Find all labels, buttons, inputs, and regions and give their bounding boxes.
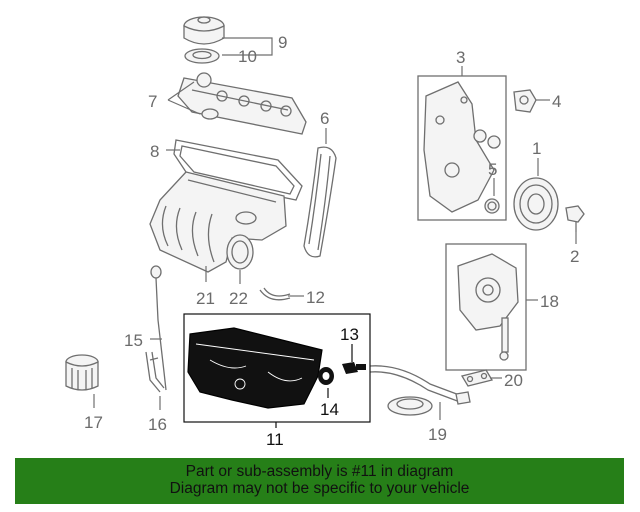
callout-22: 22 bbox=[229, 289, 248, 308]
parts-diagram: 10 9 7 8 21 22 12 bbox=[65, 16, 585, 449]
intake-gasket[interactable] bbox=[226, 234, 254, 270]
timing-cover[interactable] bbox=[423, 81, 495, 213]
callout-19: 19 bbox=[428, 425, 447, 444]
drive-belt[interactable] bbox=[303, 146, 337, 258]
banner-line-1: Part or sub-assembly is #11 in diagram bbox=[185, 463, 454, 480]
pulley-bolt[interactable] bbox=[565, 205, 585, 232]
callout-5: 5 bbox=[488, 160, 497, 179]
oil-filter[interactable] bbox=[65, 354, 99, 391]
seal-gasket-12[interactable] bbox=[259, 287, 291, 301]
callout-15: 15 bbox=[124, 331, 143, 350]
filler-cap-gasket[interactable] bbox=[184, 48, 220, 64]
callout-18: 18 bbox=[540, 292, 559, 311]
oil-seal-5[interactable] bbox=[473, 129, 501, 214]
engine-mount-4[interactable] bbox=[513, 89, 537, 113]
callout-13: 13 bbox=[340, 325, 359, 344]
callout-12: 12 bbox=[306, 288, 325, 307]
highlight-box-11 bbox=[183, 313, 371, 423]
callout-16: 16 bbox=[148, 415, 167, 434]
callout-14: 14 bbox=[320, 400, 339, 419]
callout-17: 17 bbox=[84, 413, 103, 432]
info-banner: Part or sub-assembly is #11 in diagram D… bbox=[15, 458, 624, 504]
callout-21: 21 bbox=[196, 289, 215, 308]
crankshaft-pulley[interactable] bbox=[513, 177, 559, 231]
dipstick-tube[interactable] bbox=[145, 351, 165, 393]
callout-2: 2 bbox=[570, 247, 579, 266]
callout-11: 11 bbox=[266, 430, 284, 449]
intake-manifold[interactable] bbox=[149, 171, 287, 273]
callout-6: 6 bbox=[320, 109, 329, 128]
banner-line-2: Diagram may not be specific to your vehi… bbox=[169, 480, 470, 497]
oil-filler-cap[interactable] bbox=[183, 16, 225, 45]
callout-10: 10 bbox=[238, 47, 257, 66]
callout-8: 8 bbox=[150, 142, 159, 161]
oil-dipstick[interactable] bbox=[150, 265, 167, 391]
head-cover-gasket[interactable] bbox=[173, 139, 303, 201]
callout-9: 9 bbox=[278, 33, 287, 52]
callout-3: 3 bbox=[456, 48, 465, 67]
cylinder-head-cover[interactable] bbox=[177, 72, 307, 135]
callout-4: 4 bbox=[552, 92, 561, 111]
callout-20: 20 bbox=[504, 371, 523, 390]
callout-7: 7 bbox=[148, 92, 157, 111]
drain-washer[interactable] bbox=[318, 367, 334, 385]
callout-1: 1 bbox=[532, 139, 541, 158]
oil-strainer[interactable] bbox=[369, 365, 471, 416]
gasket-20[interactable] bbox=[460, 369, 494, 387]
oil-pan[interactable] bbox=[187, 327, 323, 409]
drain-bolt[interactable] bbox=[342, 362, 366, 374]
oil-pump[interactable] bbox=[457, 253, 519, 361]
